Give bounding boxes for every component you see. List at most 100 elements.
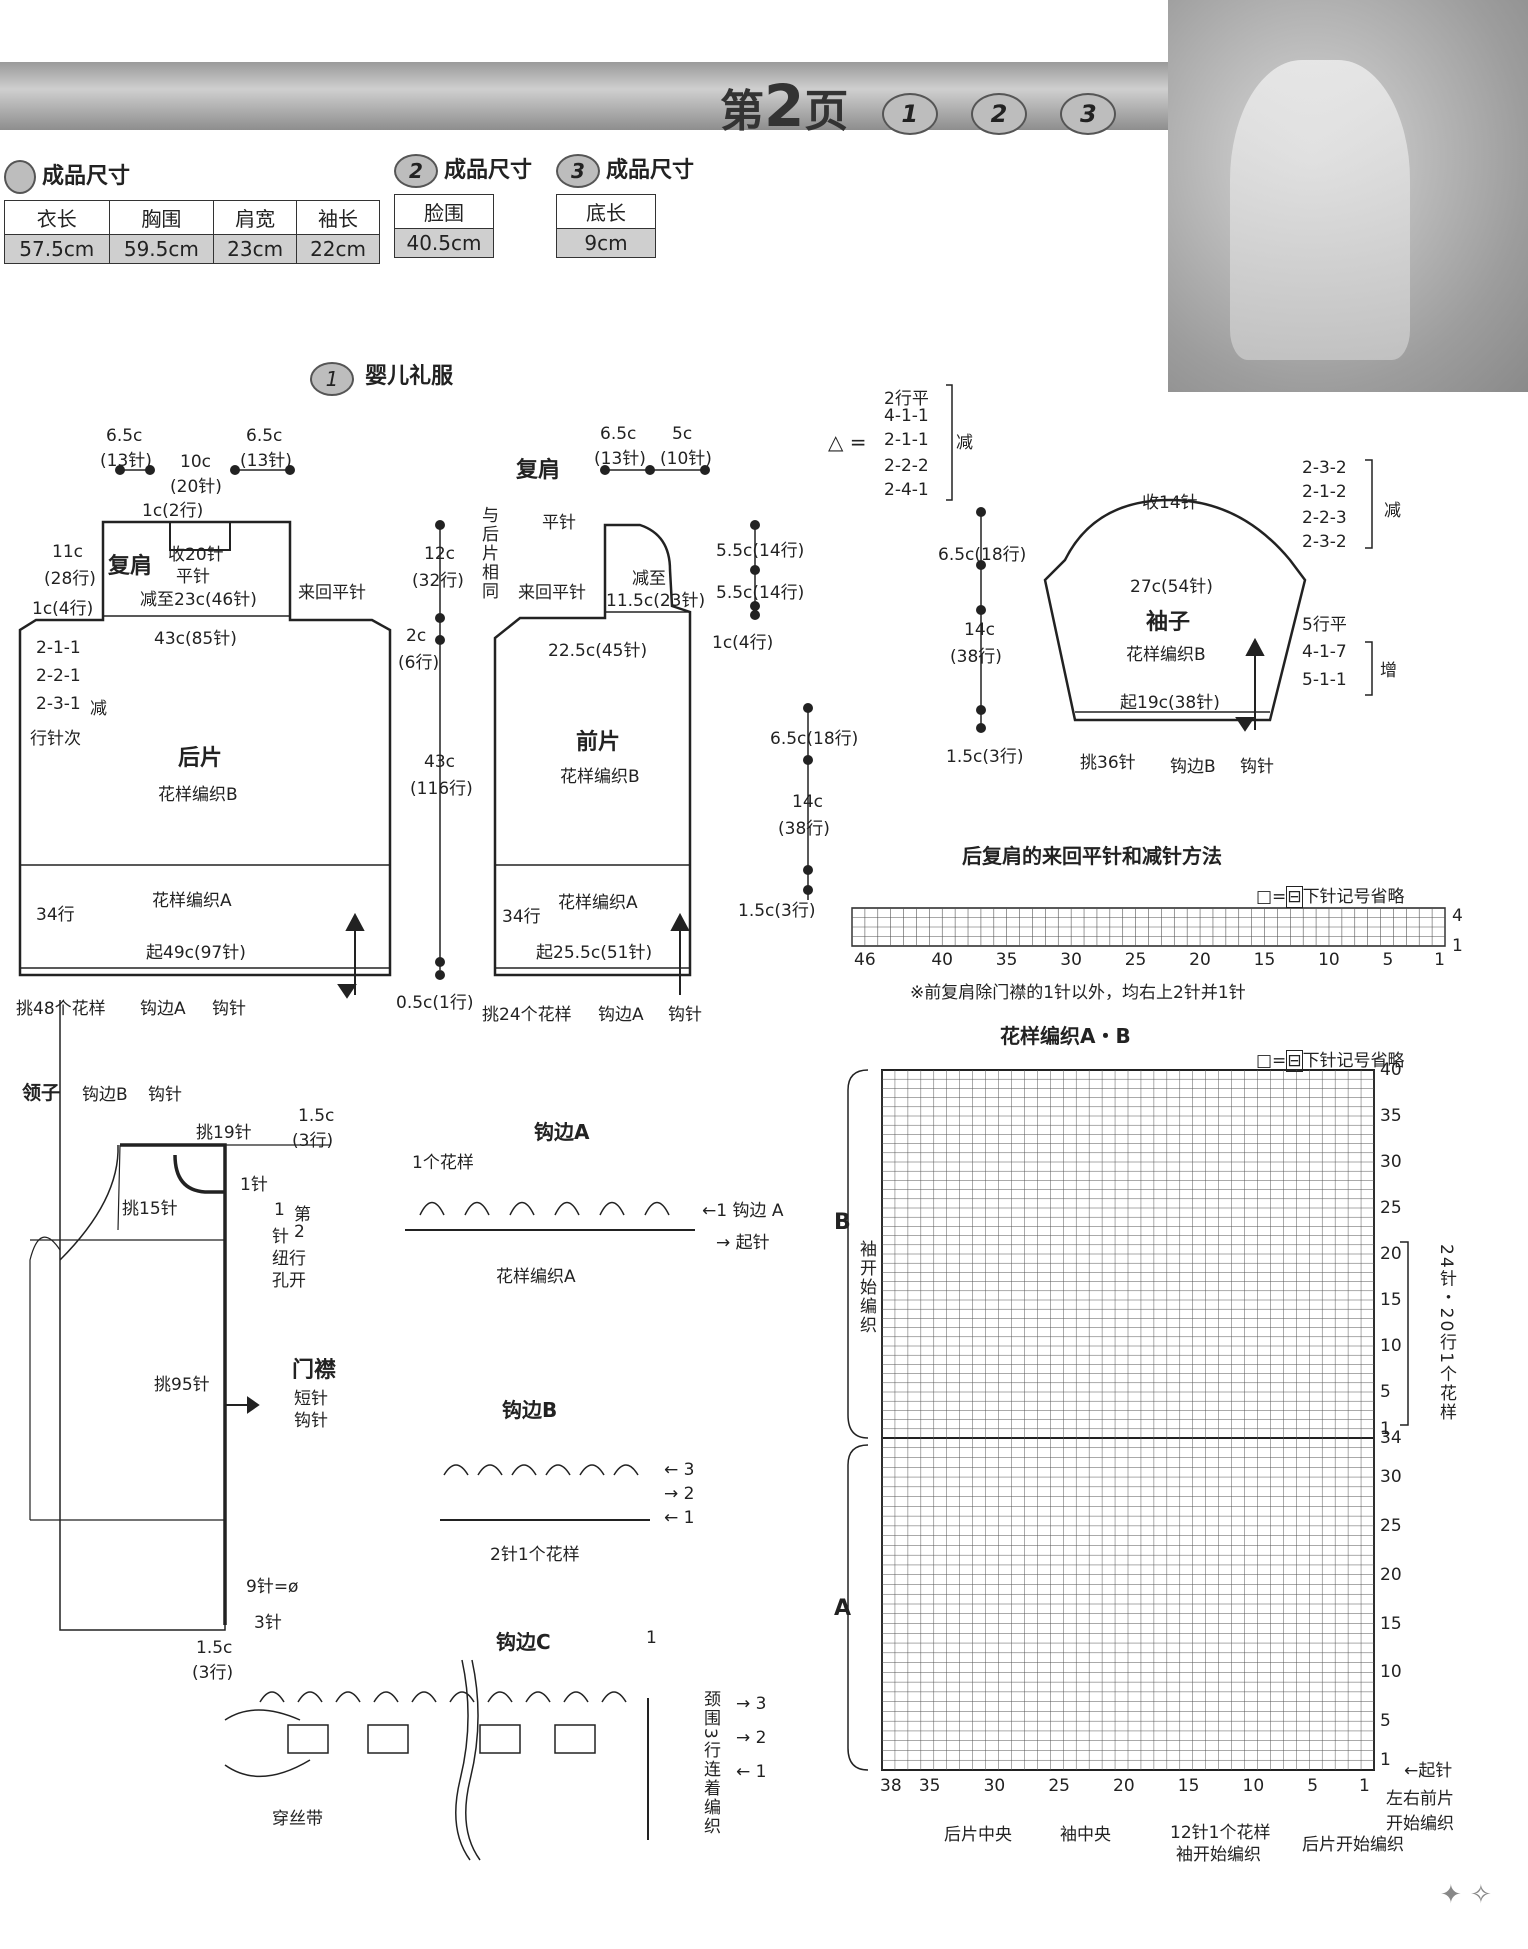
edging-a-loop xyxy=(599,1201,625,1216)
short-row-x-tick: 46 xyxy=(854,950,876,970)
collar-edging-b: 钩边B xyxy=(82,1085,128,1105)
back-yoke-height: 11c xyxy=(52,542,83,562)
pattern-row-tick-a: 15 xyxy=(1380,1613,1402,1634)
back-pick-up: 挑48个花样 xyxy=(16,999,106,1019)
edging-c-title: 钩边C xyxy=(496,1630,551,1654)
pattern-col-tick: 38 xyxy=(880,1776,902,1796)
front-34-rows: 34行 xyxy=(502,907,541,927)
short-row-x-tick: 40 xyxy=(931,950,953,970)
pattern-row-tick-b: 1 xyxy=(1380,1418,1391,1439)
edging-c-arrow-1: 1 xyxy=(646,1628,657,1648)
edging-b-loop xyxy=(579,1464,605,1476)
back-34-rows: 34行 xyxy=(36,905,75,925)
triangle-decrease-word: 减 xyxy=(956,433,973,453)
back-short-rows: 来回平针 xyxy=(298,583,366,603)
back-pattern-a: 花样编织A xyxy=(152,891,232,911)
mid-32rows: (32行) xyxy=(412,571,464,591)
pattern-sleeve-center: 袖中央 xyxy=(1060,1825,1111,1845)
pattern-sleeve-start: 袖开始编织 xyxy=(856,1240,876,1335)
pattern-row-tick-a: 5 xyxy=(1380,1711,1391,1732)
edging-b-repeat: 2针1个花样 xyxy=(490,1545,580,1565)
pattern-row-tick-a: 1 xyxy=(1380,1750,1391,1771)
collar-9-stitches: 9针=ø xyxy=(246,1577,299,1597)
edging-c-loop xyxy=(449,1691,475,1703)
back-piece-title: 后片 xyxy=(178,746,223,771)
edging-c-row-2: → 2 xyxy=(736,1728,767,1748)
edging-c-loop xyxy=(563,1691,589,1703)
pattern-row-tick-b: 20 xyxy=(1380,1244,1402,1264)
sleeve-title: 袖子 xyxy=(1146,610,1191,635)
back-decrease-word: 减 xyxy=(90,699,107,719)
collar-crochet: 钩针 xyxy=(148,1085,182,1105)
short-row-x-tick: 25 xyxy=(1124,950,1147,970)
back-neck-stitches: (20针) xyxy=(170,477,222,497)
front-pattern-b: 花样编织B xyxy=(560,767,640,787)
sleeve-inc-1: 4-1-7 xyxy=(1302,642,1347,662)
short-row-tick-1: 1 xyxy=(1452,936,1463,956)
bear-badge-1-icon: 1 xyxy=(310,361,354,396)
edging-b-loop xyxy=(477,1464,503,1476)
pattern-cast-on: ←起针 xyxy=(1404,1761,1453,1781)
front-yoke-title: 复肩 xyxy=(516,458,561,483)
pattern-front-start: 左右前片开始编织 xyxy=(1386,1789,1454,1834)
collar-btn-3: 针 xyxy=(272,1227,289,1247)
edging-b-row-1: ← 1 xyxy=(664,1508,695,1528)
edging-b-loop xyxy=(443,1464,469,1476)
front-right-1: 5.5c(14行) xyxy=(716,541,805,561)
back-neck-depth: 1c(2行) xyxy=(142,501,204,521)
collar-3-stitches: 3针 xyxy=(254,1613,282,1633)
short-row-chart-title: 后复肩的来回平针和减针方法 xyxy=(962,844,1222,868)
pattern-section-b: B xyxy=(834,1210,851,1235)
back-bind-flat: 平针 xyxy=(176,567,210,587)
short-row-x-tick: 35 xyxy=(995,950,1018,970)
bear-badge-1: 1 xyxy=(881,93,938,135)
back-row-stitch-times: 行针次 xyxy=(30,729,81,749)
pattern-col-tick: 30 xyxy=(983,1776,1006,1796)
triangle-row-3: 2-1-1 xyxy=(884,430,929,450)
pattern-col-tick: 25 xyxy=(1048,1776,1070,1796)
short-row-x-tick: 15 xyxy=(1253,950,1276,970)
back-top-right-width: 6.5c xyxy=(246,426,283,446)
collar-btn-5: 纽行 xyxy=(272,1249,306,1269)
sleeve-cap-1: 2-3-2 xyxy=(1302,458,1347,478)
pattern-row-tick-a: 30 xyxy=(1380,1467,1402,1488)
triangle-row-4: 2-2-2 xyxy=(884,456,929,476)
sleeve-bind-off: 收14针 xyxy=(1142,493,1198,513)
mid-116rows: (116行) xyxy=(410,779,473,799)
pattern-col-tick: 5 xyxy=(1307,1776,1319,1796)
collar-bottom-3rows: (3行) xyxy=(192,1663,234,1683)
mid-43c: 43c xyxy=(424,752,455,772)
front-cast-on: 起25.5c(51针) xyxy=(536,943,653,963)
back-bind-off: 收20针 xyxy=(168,545,224,565)
back-top-right-stitches: (13针) xyxy=(240,451,292,471)
pattern-col-tick: 35 xyxy=(918,1776,941,1796)
sleeve-top-width: 27c(54针) xyxy=(1130,577,1213,597)
sleeve-5rows-flat: 5行平 xyxy=(1302,615,1347,635)
sleeve-increase-word: 增 xyxy=(1380,661,1397,681)
back-yoke-rows: (28行) xyxy=(44,569,96,589)
short-row-note: ※前复肩除门襟的1针以外，均右上2针并1针 xyxy=(910,983,1246,1003)
page-title: 第2页 1 2 3 xyxy=(720,72,1117,140)
edging-a-loop xyxy=(419,1201,445,1216)
front-same-as-back: 与后片相同 xyxy=(478,506,498,601)
edging-a-repeat: 1个花样 xyxy=(412,1153,474,1173)
edging-b-loop xyxy=(511,1464,537,1476)
front-short-rows: 来回平针 xyxy=(518,583,586,603)
sleeve-v-15c: 1.5c(3行) xyxy=(946,747,1024,767)
page-top xyxy=(0,0,1168,62)
front-top-left-stitches: (13针) xyxy=(594,449,646,469)
front-top-right-stitches: (10针) xyxy=(660,449,712,469)
pattern-col-tick: 1 xyxy=(1359,1776,1370,1796)
edging-a-loop xyxy=(644,1201,670,1216)
short-row-tick-4: 4 xyxy=(1452,906,1463,926)
sleeve-edging-b: 钩边B xyxy=(1170,757,1216,777)
pattern-row-tick-a: 25 xyxy=(1380,1515,1402,1536)
bear-badge-2: 2 xyxy=(971,93,1028,135)
edging-c-loop xyxy=(411,1691,437,1703)
back-top-left-stitches: (13针) xyxy=(100,451,152,471)
sleeve-cap-decrease: 减 xyxy=(1384,501,1401,521)
bear-badge-2-icon: 2 xyxy=(394,154,438,188)
pattern-chart-title: 花样编织A・B xyxy=(1000,1024,1131,1048)
collar-placket: 门襟 xyxy=(292,1358,337,1383)
